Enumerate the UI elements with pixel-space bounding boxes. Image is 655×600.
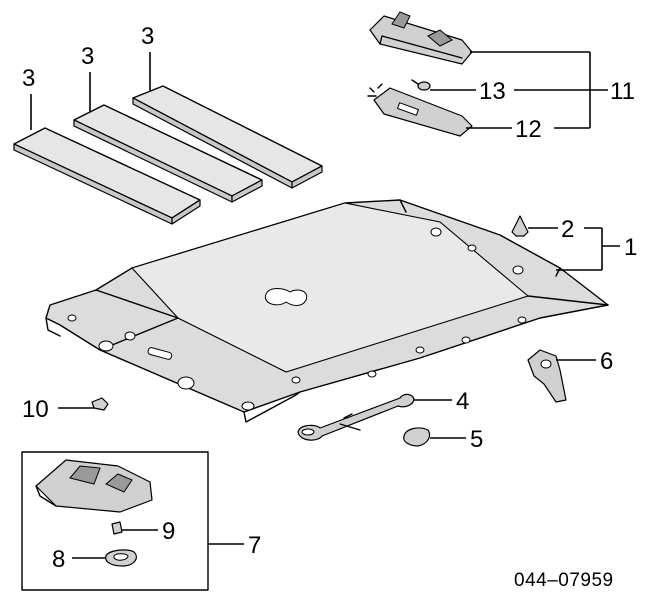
callout-8: 8 xyxy=(52,546,65,573)
callout-1: 1 xyxy=(624,234,637,261)
pad-middle xyxy=(73,104,263,203)
callout-3-middle: 3 xyxy=(81,43,94,70)
callout-3-right: 3 xyxy=(141,23,154,50)
map-light-housing xyxy=(35,459,153,513)
callout-6: 6 xyxy=(600,348,613,375)
callout-7: 7 xyxy=(248,532,261,559)
bulb-13 xyxy=(411,79,431,91)
map-light-box xyxy=(21,451,209,591)
callout-13: 13 xyxy=(479,78,506,105)
pad-left xyxy=(13,127,201,225)
leader-lines xyxy=(30,51,620,559)
callout-2: 2 xyxy=(561,216,574,243)
callout-3-left: 3 xyxy=(22,65,35,92)
clip-10 xyxy=(91,397,109,411)
pad-right xyxy=(132,85,323,189)
dome-light-housing xyxy=(369,11,473,65)
bracket-6 xyxy=(527,349,567,403)
bulb-9 xyxy=(111,521,123,535)
callout-5: 5 xyxy=(470,426,483,453)
cap-5 xyxy=(403,427,431,447)
callout-11: 11 xyxy=(610,78,635,105)
lens-8 xyxy=(105,549,137,567)
callout-10: 10 xyxy=(22,396,49,423)
callout-12: 12 xyxy=(515,116,542,143)
callout-9: 9 xyxy=(162,518,175,545)
headliner xyxy=(45,199,609,423)
diagram-code: 044–07959 xyxy=(514,570,614,591)
assist-grip-4 xyxy=(297,393,415,441)
callout-4: 4 xyxy=(456,388,469,415)
dome-light-lens xyxy=(367,83,473,137)
clip-2 xyxy=(511,215,529,237)
